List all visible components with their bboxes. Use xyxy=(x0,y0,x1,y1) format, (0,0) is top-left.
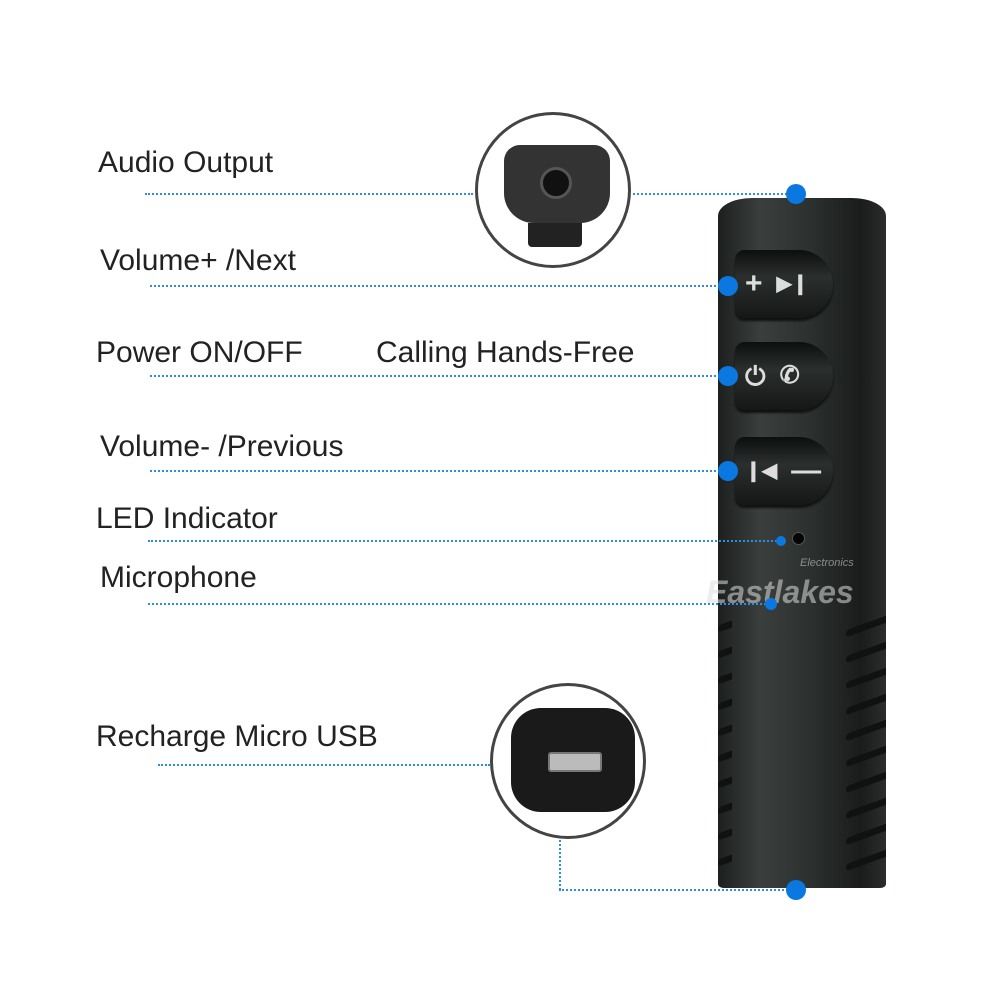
callout-dot-volume-down xyxy=(718,461,738,481)
previous-track-icon: ❙◀ xyxy=(745,460,778,482)
audio-jack-icon xyxy=(540,167,572,199)
micro-usb-closeup xyxy=(490,683,646,839)
callout-dot-power xyxy=(718,366,738,386)
groove xyxy=(846,823,886,846)
volume-down-button: ❙◀ — xyxy=(735,437,833,505)
groove xyxy=(718,698,732,711)
label-microphone: Microphone xyxy=(100,561,257,594)
groove xyxy=(846,771,886,794)
groove xyxy=(846,641,886,664)
callout-dot-usb xyxy=(786,880,806,900)
phone-icon: ✆ xyxy=(779,362,800,389)
groove xyxy=(718,854,732,867)
volume-up-button: + ▶❙ xyxy=(735,250,833,318)
groove xyxy=(846,615,886,638)
groove xyxy=(718,724,732,737)
groove xyxy=(846,719,886,742)
watermark-brand: Eastlakes xyxy=(706,574,854,610)
callout-dot-volume-up xyxy=(718,276,738,296)
label-usb: Recharge Micro USB xyxy=(96,720,378,753)
groove xyxy=(718,646,732,659)
groove xyxy=(846,849,886,872)
groove xyxy=(846,667,886,690)
label-power: Power ON/OFF xyxy=(96,336,303,369)
next-track-icon: ▶❙ xyxy=(776,273,809,295)
usb-port-icon xyxy=(548,752,602,772)
groove xyxy=(846,693,886,716)
callout-dot-led xyxy=(776,536,786,546)
groove xyxy=(718,776,732,789)
bluetooth-receiver-device: + ▶❙ ⏻ ✆ ❙◀ — xyxy=(718,198,886,888)
watermark-sub: Electronics xyxy=(800,557,854,569)
groove xyxy=(718,672,732,685)
power-button: ⏻ ✆ xyxy=(735,342,833,410)
minus-icon: — xyxy=(791,454,822,487)
callout-dot-audio-output xyxy=(786,184,806,204)
groove xyxy=(846,745,886,768)
groove xyxy=(718,620,732,633)
label-calling: Calling Hands-Free xyxy=(376,336,635,369)
label-audio-output: Audio Output xyxy=(98,146,274,179)
callout-dot-microphone xyxy=(765,598,777,610)
plus-icon: + xyxy=(745,267,763,300)
label-volume-down-previous: Volume- /Previous xyxy=(100,430,344,463)
label-volume-up-next: Volume+ /Next xyxy=(100,244,296,277)
led-indicator xyxy=(792,532,805,545)
groove xyxy=(846,797,886,820)
groove xyxy=(718,750,732,763)
groove xyxy=(718,828,732,841)
audio-jack-closeup xyxy=(475,112,631,268)
power-icon: ⏻ xyxy=(745,361,766,391)
label-led: LED Indicator xyxy=(96,502,278,535)
groove xyxy=(718,802,732,815)
